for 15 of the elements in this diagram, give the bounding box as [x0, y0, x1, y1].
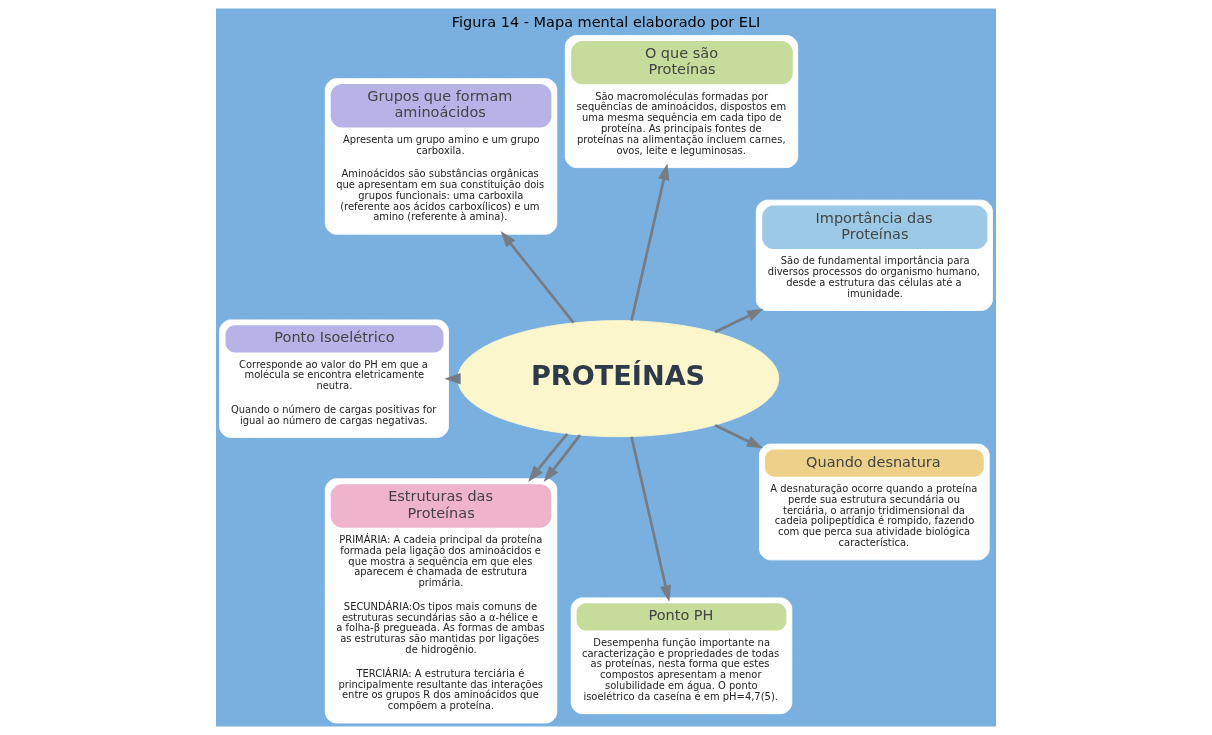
arrow	[714, 308, 764, 334]
diagram-title: Figura 14 - Mapa mental elaborado por ELI	[451, 14, 761, 31]
arrow	[543, 434, 582, 482]
arrow	[714, 424, 763, 449]
node-box: Importância das Proteínas São de fundamental importância para diversos processos do organismo humano, desde a estrutura das células até a imunidade.	[755, 199, 993, 311]
node-box: O que são Proteínas São macromoléculas formadas por sequências de aminoácidos, dispostos em uma mesma sequência em cada tipo de proteína. As principais fontes de proteínas na alimentação incluem carnes, ovos, leite e leguminosas.	[564, 35, 799, 168]
arrow	[630, 163, 670, 321]
arrow	[630, 436, 672, 602]
node-box: Ponto PH Desempenha função importante na caracterização e propriedades de todas as proteínas, nesta forma que estes compostos apresentam a menor solubilidade em água. O ponto isoelétrico da caseína é em pH=4,7(5).	[570, 597, 793, 715]
arrow	[528, 433, 569, 482]
arrow	[500, 231, 575, 324]
node-box: Grupos que formam aminoácidos Apresenta um grupo amino e um grupo carboxila. Aminoácidos são substâncias orgânicas que apresentam em sua constituição dois grupos funcionais: uma carboxila (referente aos ácidos carboxílicos) e um amino (referente à amina).	[324, 78, 558, 235]
node-box: Ponto Isoelétrico Corresponde ao valor do PH em que a molécula se encontra eletricamente neutra. Quando o número de cargas positivas for igual ao número de cargas negativas.	[219, 319, 449, 438]
node-box: Quando desnatura A desnaturação ocorre quando a proteína perde sua estrutura secundária ou terciária, o arranjo tridimensional da cadeia polipeptídica é rompido, fazendo com que perca sua atividade biológica característica.	[759, 443, 990, 561]
node-box: Estruturas das Proteínas PRIMÁRIA: A cadeia principal da proteína formada pela ligação dos aminoácidos e que mostra a sequência em que eles aparecem é chamada de estrutura primária. SECUNDÁRIA:Os tipos mais comuns de estruturas secundárias são a α-hélice e a folha-β pregueada. As formas de ambas as estruturas são mantidas por ligações de hidrogênio. TERCIÁRIA: A estrutura terciária é principalmente resultante das interações entre os grupos R dos aminoácidos que compõem a proteína.	[324, 478, 558, 724]
